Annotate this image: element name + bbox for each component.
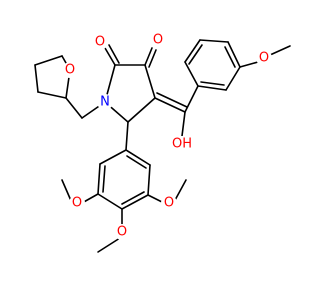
bond	[97, 163, 101, 195]
atom-labels: O O O N O OH O O O	[62, 32, 272, 240]
bond	[37, 91, 67, 99]
oxygen-atom-label: O	[259, 51, 269, 66]
oxygen-atom-label: O	[65, 63, 75, 78]
label-background	[69, 195, 85, 211]
label-background	[161, 195, 177, 211]
bond	[97, 193, 123, 210]
molecule-canvas: O O O N O OH O O O	[34, 32, 291, 253]
bond	[156, 92, 188, 108]
bond	[127, 97, 156, 123]
oxygen-atom-label: O	[164, 196, 174, 211]
bond	[108, 44, 120, 64]
label-background	[256, 50, 272, 66]
enol-bonds	[154, 85, 199, 137]
methoxyphenyl-ring	[184, 39, 291, 91]
label-background	[92, 34, 108, 50]
bond	[224, 46, 236, 68]
bond	[173, 179, 187, 203]
bond	[188, 44, 203, 65]
bond	[125, 121, 129, 151]
bond	[184, 39, 201, 63]
bond	[200, 81, 225, 86]
bond	[121, 194, 149, 210]
label-background	[150, 32, 166, 48]
bond	[144, 47, 153, 66]
bond	[65, 97, 83, 119]
bond	[147, 164, 151, 196]
oxygen-atom-label: O	[72, 196, 82, 211]
structure-drawing: O O O N O OH O O O	[34, 32, 291, 253]
bond	[227, 41, 241, 68]
bond	[181, 111, 186, 137]
oxygen-atom-label: O	[153, 33, 163, 48]
oxygen-atom-label: O	[95, 35, 105, 50]
bond	[225, 66, 241, 91]
bond	[239, 61, 259, 68]
bond	[269, 45, 291, 56]
pyrrolidinedione-ring	[104, 64, 156, 123]
label-background	[97, 94, 113, 110]
bond	[121, 191, 145, 205]
label-background	[62, 62, 78, 78]
bond	[184, 85, 199, 113]
bond	[125, 149, 151, 166]
bond	[102, 165, 106, 193]
bond	[184, 61, 199, 87]
bond	[148, 49, 157, 68]
bond	[99, 149, 127, 165]
hydroxyl-label: OH	[172, 137, 192, 152]
bond	[34, 55, 63, 66]
bond	[144, 64, 156, 99]
bond	[199, 39, 229, 43]
bond	[97, 237, 121, 253]
nitrogen-atom-label: N	[100, 95, 110, 110]
bond	[104, 47, 116, 66]
bond	[154, 97, 186, 113]
label-background	[114, 224, 130, 240]
label-background	[174, 136, 194, 152]
bond	[126, 155, 147, 169]
bond	[197, 85, 227, 91]
bond	[34, 64, 39, 93]
oxygen-atom-label: O	[117, 225, 127, 240]
carbonyl-bonds	[104, 44, 157, 68]
